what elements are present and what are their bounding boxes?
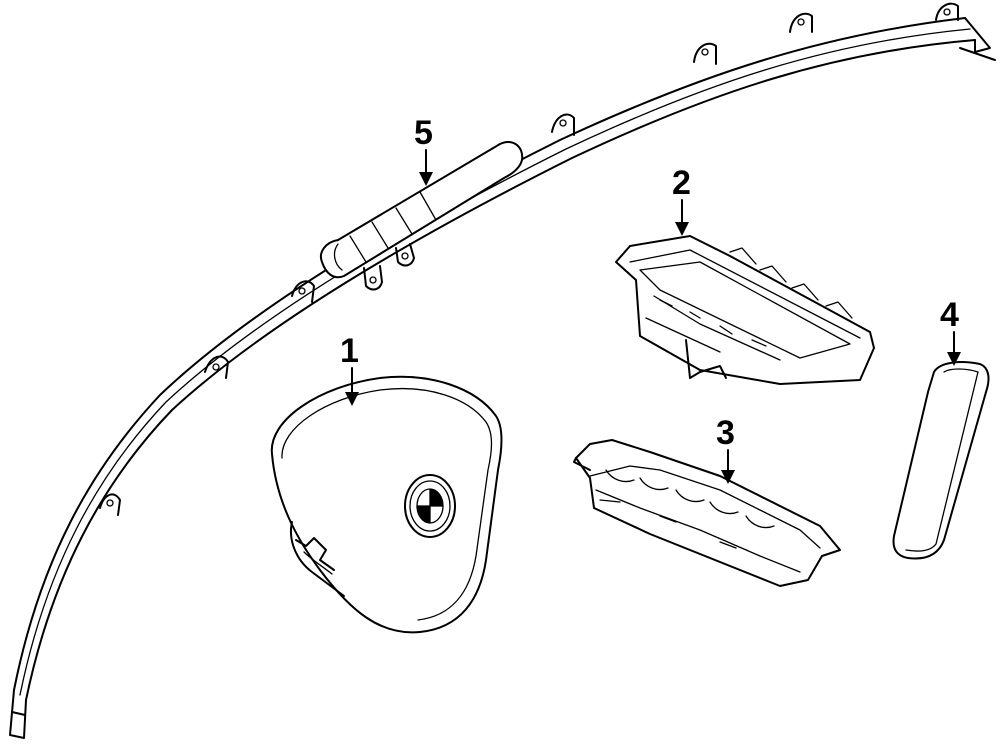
callout-number: 2: [672, 164, 691, 202]
knee-airbag: [573, 439, 841, 587]
callout-5: 5: [414, 114, 433, 186]
callout-1: 1: [340, 332, 359, 406]
callout-4: 4: [940, 296, 961, 366]
callout-3: 3: [716, 414, 735, 484]
callout-number: 5: [414, 114, 433, 152]
callout-number: 1: [340, 332, 359, 370]
curtain-airbag: [9, 2, 996, 739]
passenger-airbag: [615, 235, 875, 385]
driver-airbag: [270, 375, 503, 634]
side-airbag: [892, 361, 990, 560]
callout-number: 4: [940, 296, 959, 334]
callout-number: 3: [716, 414, 735, 452]
callout-2: 2: [672, 164, 691, 236]
